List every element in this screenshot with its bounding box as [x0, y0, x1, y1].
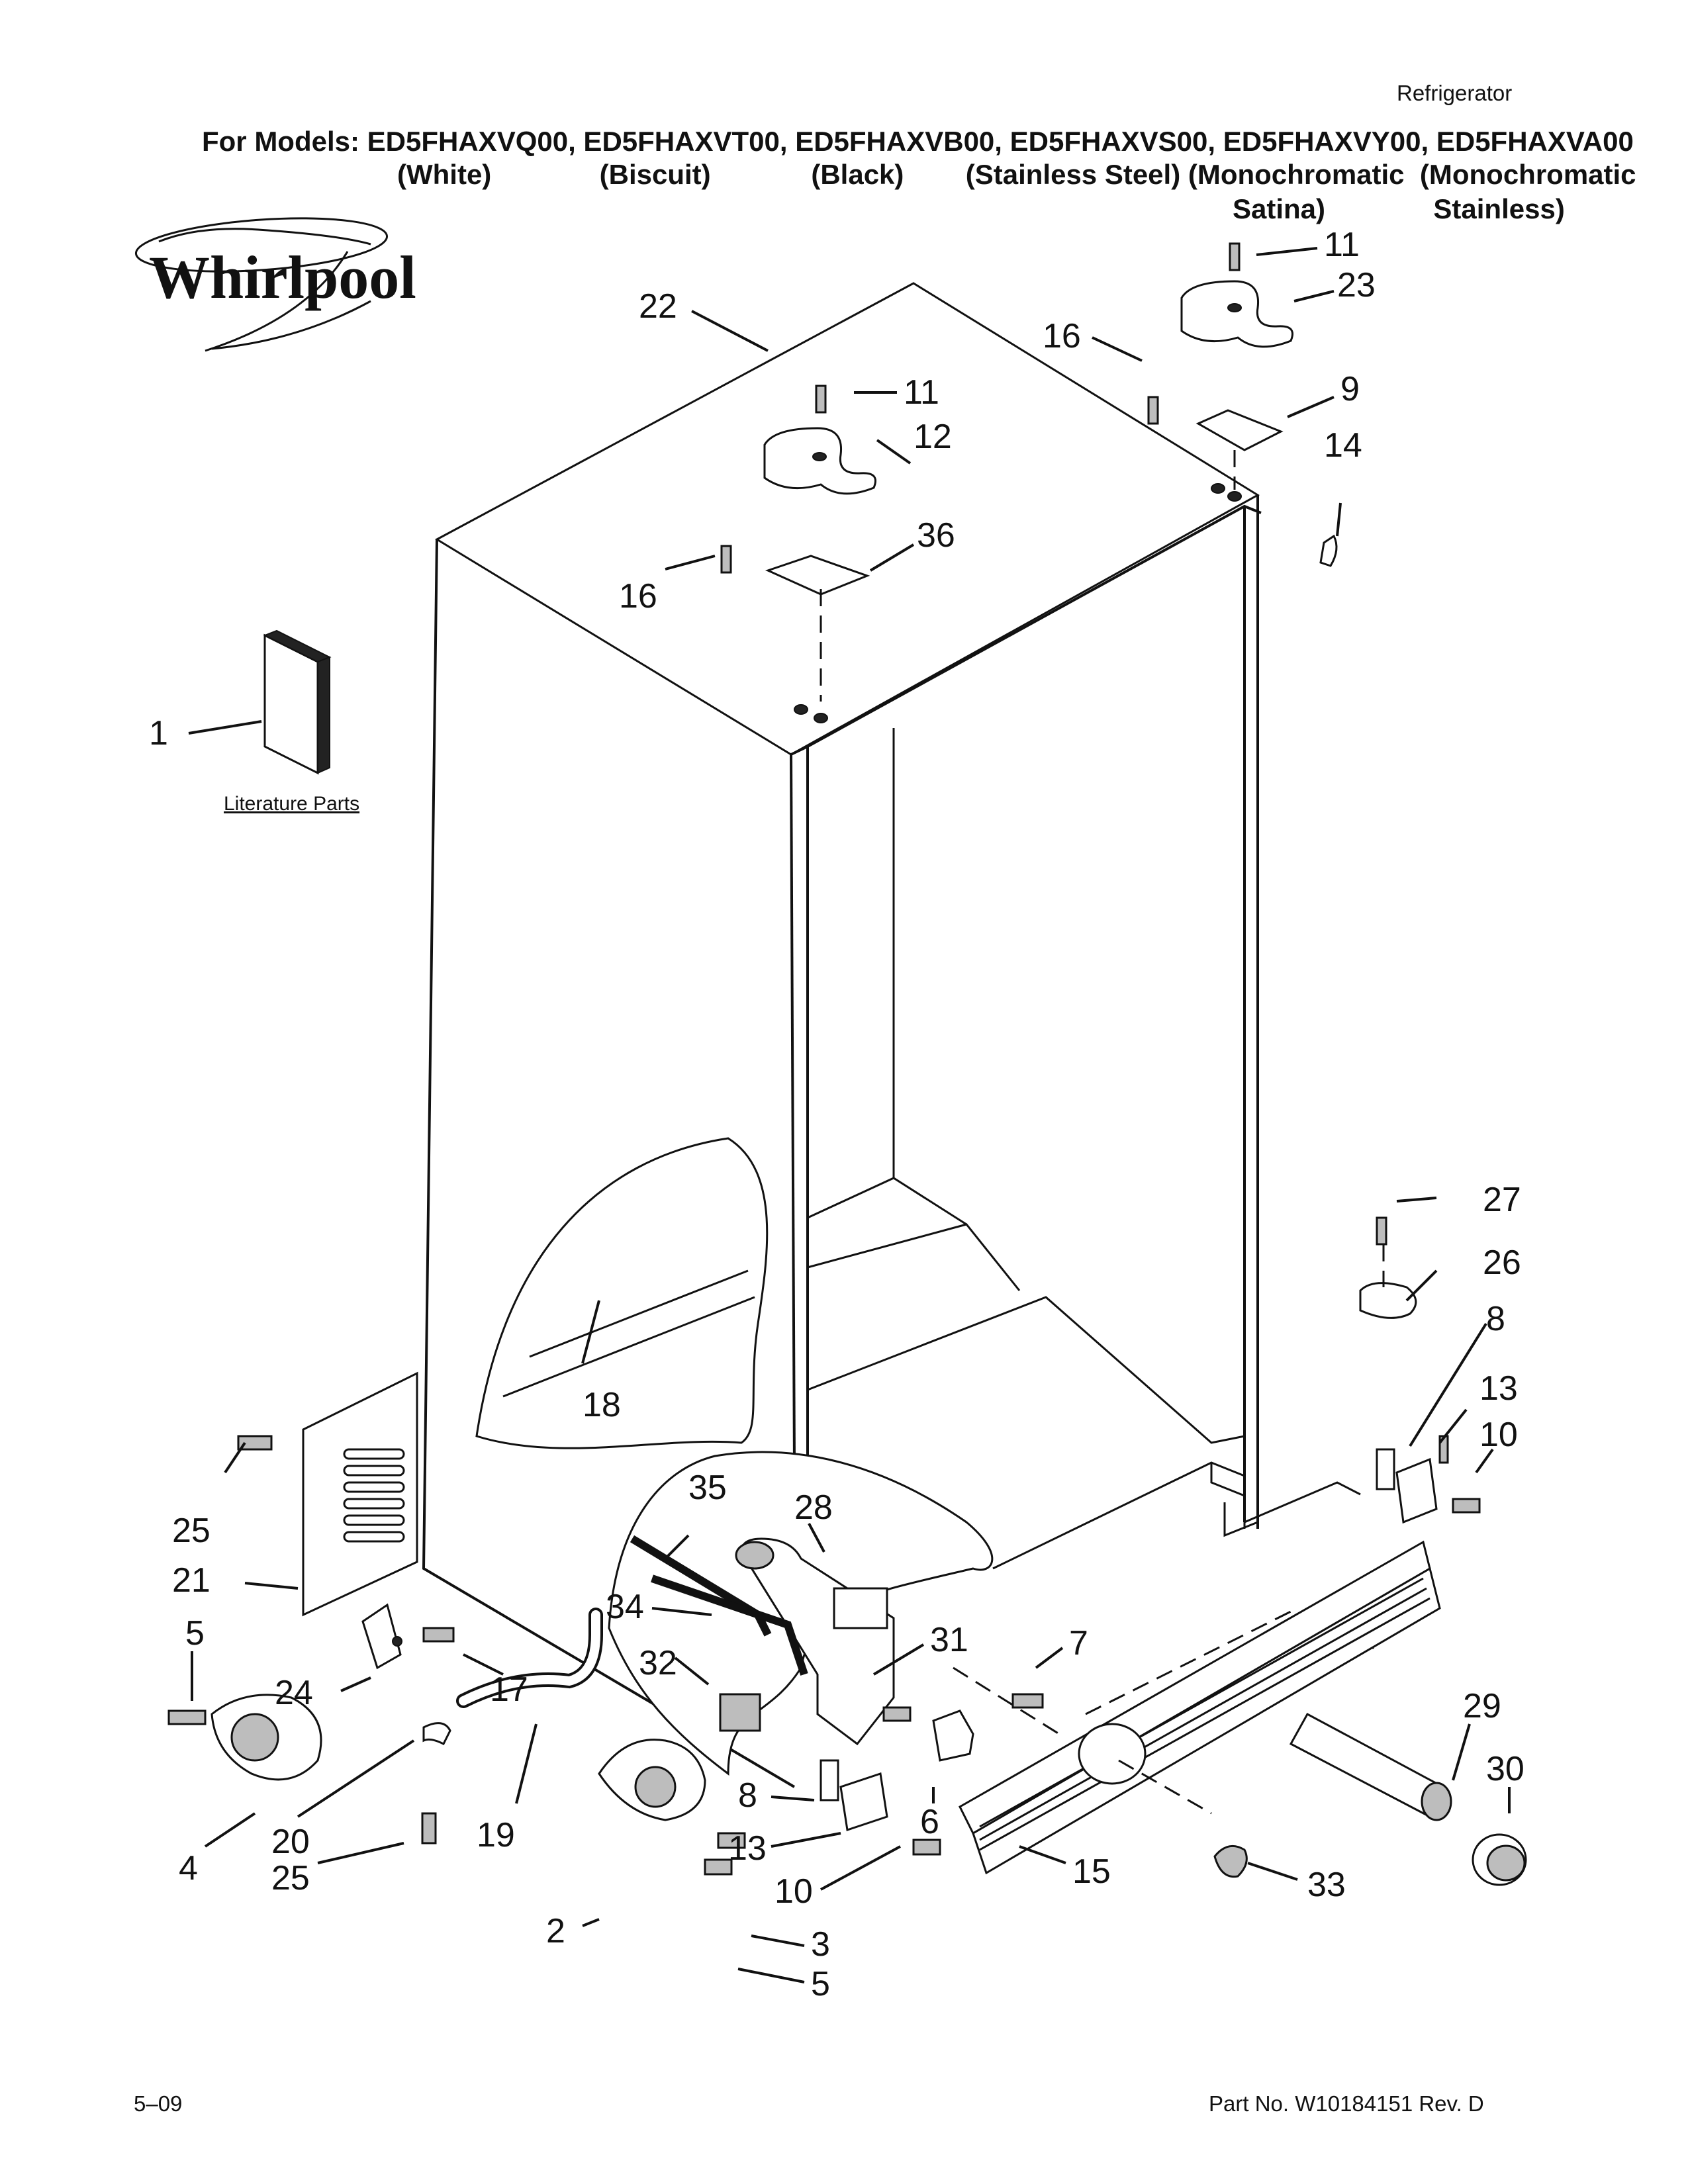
callout-17: 17 — [490, 1670, 528, 1709]
callout-16-top: 16 — [1043, 317, 1081, 355]
callout-10-lower: 10 — [774, 1872, 813, 1911]
rear-panel-louvers — [343, 1448, 405, 1543]
callout-18: 18 — [583, 1386, 621, 1424]
callout-12: 12 — [914, 418, 952, 456]
callout-8: 8 — [1486, 1300, 1505, 1338]
roller-and-leveling-parts — [167, 1435, 746, 1876]
callout-33: 33 — [1307, 1866, 1346, 1904]
callout-34: 34 — [606, 1588, 644, 1626]
callout-3: 3 — [811, 1925, 830, 1964]
callout-29: 29 — [1463, 1687, 1501, 1725]
callout-32: 32 — [639, 1644, 677, 1682]
callout-15: 15 — [1072, 1852, 1111, 1891]
callout-25-lower: 25 — [271, 1859, 310, 1897]
callout-20: 20 — [271, 1823, 310, 1861]
models-line: For Models: ED5FHAXVQ00, ED5FHAXVT00, ED… — [202, 126, 1634, 157]
logo-wordmark: Whirlpool — [149, 244, 416, 311]
top-hinge-parts — [720, 242, 1374, 1649]
callout-11: 11 — [904, 373, 939, 412]
callout-5: 5 — [185, 1614, 205, 1653]
base-grille — [953, 1540, 1441, 1875]
callout-4: 4 — [179, 1849, 198, 1888]
callout-10: 10 — [1479, 1416, 1518, 1454]
callout-26: 26 — [1483, 1244, 1521, 1282]
callout-25: 25 — [172, 1512, 211, 1550]
callout-36: 36 — [917, 516, 955, 555]
callout-28: 28 — [794, 1488, 833, 1527]
footer-date: 5–09 — [134, 2091, 183, 2116]
callout-1: 1 — [149, 714, 168, 752]
callout-22: 22 — [639, 287, 677, 326]
callout-9: 9 — [1340, 370, 1360, 408]
literature-parts-label: Literature Parts — [224, 793, 360, 815]
water-filter-housing — [630, 1535, 1044, 1762]
colors-line: (White) (Biscuit) (Black) (Stainless Ste… — [397, 159, 1636, 190]
callout-30: 30 — [1486, 1750, 1524, 1788]
cabinet-outline — [302, 282, 1361, 1788]
callout-leader-lines — [188, 247, 1511, 1983]
callout-23: 23 — [1337, 266, 1376, 304]
callout-24: 24 — [275, 1674, 313, 1712]
literature-booklet — [263, 629, 332, 775]
callout-numbers: 22 11 12 16 36 11 23 16 9 14 1 18 27 26 … — [149, 226, 1524, 2003]
callout-13-lower: 13 — [728, 1829, 767, 1868]
callout-19: 19 — [477, 1816, 515, 1854]
callout-31: 31 — [930, 1621, 968, 1659]
callout-27: 27 — [1483, 1181, 1521, 1219]
callout-21: 21 — [172, 1561, 211, 1600]
colors-line-2: Satina) Stainless) — [1233, 193, 1565, 224]
footer-part-number: Part No. W10184151 Rev. D — [1209, 2091, 1484, 2116]
callout-16: 16 — [619, 577, 657, 615]
category-label: Refrigerator — [1397, 81, 1513, 105]
callout-13: 13 — [1479, 1369, 1518, 1408]
callout-14: 14 — [1324, 426, 1362, 465]
whirlpool-logo: Whirlpool — [134, 217, 416, 352]
callout-5-lower: 5 — [811, 1965, 830, 2003]
callout-11-top: 11 — [1324, 226, 1360, 264]
lower-hinge-parts — [820, 1216, 1481, 1856]
callout-8-lower: 8 — [738, 1776, 757, 1815]
callout-7: 7 — [1069, 1624, 1088, 1662]
callout-6: 6 — [920, 1803, 939, 1841]
callout-35: 35 — [688, 1469, 727, 1507]
water-filter-parts — [1213, 1712, 1527, 1886]
callout-2: 2 — [546, 1912, 565, 1950]
